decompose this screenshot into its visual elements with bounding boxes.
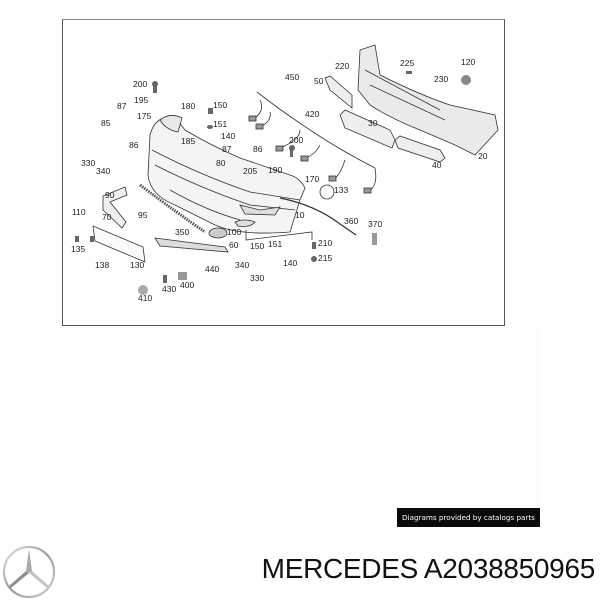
callout-170: 170 xyxy=(305,174,320,184)
blank-diagram-area xyxy=(62,327,540,527)
callout-95: 95 xyxy=(138,210,148,220)
callout-130: 130 xyxy=(130,260,145,270)
callout-230: 230 xyxy=(434,74,449,84)
callout-120: 120 xyxy=(461,57,476,67)
callout-150b: 150 xyxy=(250,241,265,251)
callout-180: 180 xyxy=(181,101,196,111)
callout-30: 30 xyxy=(368,118,378,128)
callout-210: 210 xyxy=(318,238,333,248)
callout-340a: 340 xyxy=(96,166,111,176)
callout-87b: 87 xyxy=(222,144,232,154)
callout-200b: 200 xyxy=(289,135,304,145)
tow-cable-illustration xyxy=(279,197,357,236)
grille-insert-30-illustration xyxy=(339,109,396,149)
tool-symbol-illustration xyxy=(319,184,335,200)
callout-151a: 151 xyxy=(213,119,228,129)
callout-340b: 340 xyxy=(235,260,250,270)
callout-85: 85 xyxy=(101,118,111,128)
callout-195: 195 xyxy=(134,95,149,105)
callout-140b: 140 xyxy=(283,258,298,268)
bumper-cover-illustration xyxy=(147,115,306,234)
callout-133: 133 xyxy=(334,185,349,195)
callout-20: 20 xyxy=(478,151,488,161)
part-title: MERCEDES A2038850965 xyxy=(261,553,596,584)
callout-40: 40 xyxy=(432,160,442,170)
callout-90: 90 xyxy=(105,190,115,200)
bracket-50-illustration xyxy=(324,75,353,109)
lower-spoiler-illustration xyxy=(154,237,229,253)
callout-330a: 330 xyxy=(81,158,96,168)
callout-60: 60 xyxy=(229,240,239,250)
grille-strip-illustration xyxy=(139,183,206,234)
callout-205: 205 xyxy=(243,166,258,176)
callout-330b: 330 xyxy=(250,273,265,283)
callout-150a: 150 xyxy=(213,100,228,110)
callout-215: 215 xyxy=(318,253,333,263)
impact-beam-illustration xyxy=(357,44,499,156)
callout-190: 190 xyxy=(268,165,283,175)
mercedes-star-icon xyxy=(2,545,56,599)
callout-225: 225 xyxy=(400,58,415,68)
callout-138: 138 xyxy=(95,260,110,270)
callout-10: 10 xyxy=(295,210,305,220)
license-plate-illustration xyxy=(92,225,146,263)
callout-175: 175 xyxy=(137,111,152,121)
callout-440: 440 xyxy=(205,264,220,274)
callout-400: 400 xyxy=(180,280,195,290)
callout-86b: 86 xyxy=(253,144,263,154)
callout-420: 420 xyxy=(305,109,320,119)
callout-50: 50 xyxy=(314,76,324,86)
callout-200a: 200 xyxy=(133,79,148,89)
callout-350: 350 xyxy=(175,227,190,237)
callout-360: 360 xyxy=(344,216,359,226)
callout-70: 70 xyxy=(102,212,112,222)
callout-370: 370 xyxy=(368,219,383,229)
callout-450: 450 xyxy=(285,72,300,82)
callout-185: 185 xyxy=(181,136,196,146)
side-bracket-illustration xyxy=(102,186,128,229)
callout-140a: 140 xyxy=(221,131,236,141)
wiring-harness-illustration xyxy=(248,91,377,194)
watermark-banner: Diagrams provided by catalogs parts xyxy=(397,508,540,527)
callout-80: 80 xyxy=(216,158,226,168)
callout-410: 410 xyxy=(138,293,153,303)
bumper-exploded-diagram xyxy=(75,44,499,295)
callout-135: 135 xyxy=(71,244,86,254)
callout-220: 220 xyxy=(335,61,350,71)
grille-insert-40-illustration xyxy=(394,135,446,163)
callout-86a: 86 xyxy=(129,140,139,150)
callout-151b: 151 xyxy=(268,239,283,249)
callout-110: 110 xyxy=(72,207,86,217)
callout-100: 100 xyxy=(227,227,242,237)
callout-87a: 87 xyxy=(117,101,127,111)
callout-430: 430 xyxy=(162,284,177,294)
fog-light-illustration xyxy=(208,227,228,239)
